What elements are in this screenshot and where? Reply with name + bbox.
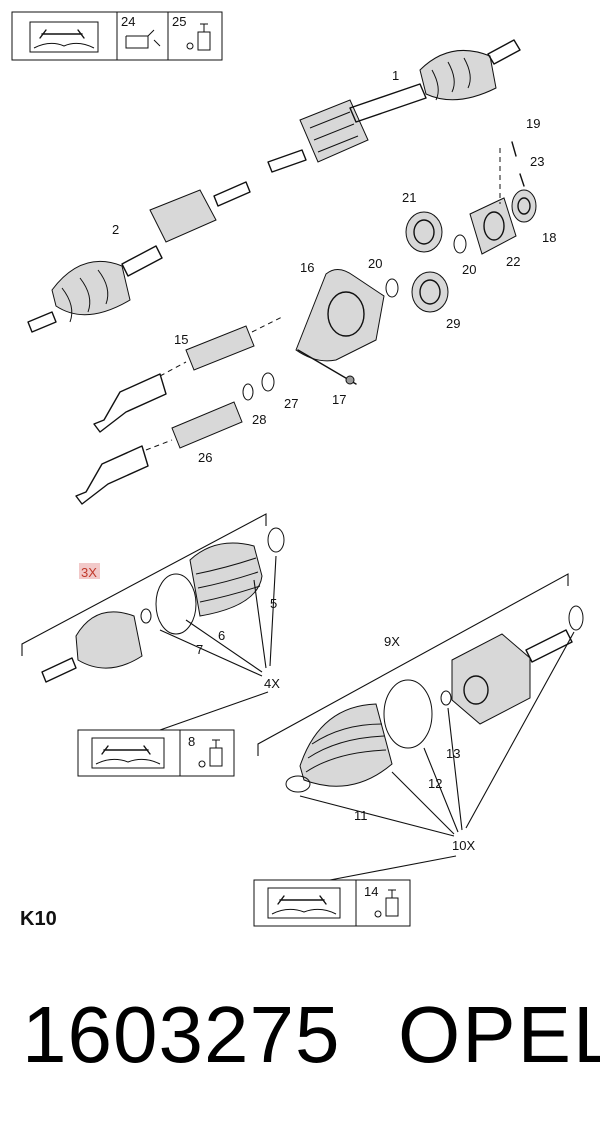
callout-12: 12 [428, 776, 442, 791]
inner-kit-qty: 9X [384, 634, 400, 649]
outer-group-label: 4X [264, 676, 280, 691]
callout-22: 22 [506, 254, 520, 269]
oil-can-icon [125, 29, 161, 49]
header-reference-box: 24 25 [11, 11, 223, 61]
manual-book-icon [91, 737, 165, 769]
callout-23: 23 [530, 154, 544, 169]
inner-cv-kit-bracket [257, 573, 569, 756]
callout-28: 28 [252, 412, 266, 427]
inner-clamps [285, 605, 584, 793]
callout-13: 13 [446, 746, 460, 761]
inner-kit-reference-box: 14 [253, 855, 457, 927]
callout-15: 15 [174, 332, 188, 347]
callout-29: 29 [446, 316, 460, 331]
retaining-rings-20 [385, 234, 467, 298]
callout-6: 6 [218, 628, 225, 643]
header-ref-a: 24 [121, 14, 135, 29]
callout-11: 11 [354, 808, 368, 823]
grease-tube-icon [198, 739, 223, 768]
drive-shaft-long [267, 39, 521, 173]
bearing-29 [411, 271, 449, 313]
callout-18: 18 [542, 230, 556, 245]
callout-5: 5 [270, 596, 277, 611]
intermediate-shaft-15 [93, 315, 285, 433]
inner-leaders [299, 631, 575, 837]
intermediate-shaft-26 [75, 401, 243, 505]
callout-1: 1 [392, 68, 399, 83]
inner-kit-ref: 14 [364, 884, 378, 899]
outer-kit-ref: 8 [188, 734, 195, 749]
seal-18 [511, 189, 537, 223]
outer-kit-reference-box: 8 [77, 691, 269, 777]
callout-27: 27 [284, 396, 298, 411]
section-label: K10 [20, 908, 57, 930]
bearing-21 [405, 211, 443, 253]
callout-7: 7 [196, 642, 203, 657]
outer-leaders [159, 555, 277, 677]
callout-19: 19 [526, 116, 540, 131]
outer-cv-kit-bracket [21, 513, 267, 656]
inner-boot [299, 703, 393, 787]
outer-clamps [140, 527, 285, 635]
flange-22 [469, 197, 517, 255]
manual-book-icon [267, 887, 341, 919]
qty-highlight [79, 563, 100, 579]
outer-kit-qty: 3X [81, 565, 97, 580]
bearing-bracket-16 [295, 269, 385, 385]
manual-book-icon [29, 21, 99, 53]
grease-tube-icon [374, 889, 399, 918]
inner-tripod-housing [451, 629, 573, 725]
header-ref-b: 25 [172, 14, 186, 29]
brand-name: OPEL [398, 990, 600, 1079]
callout-17: 17 [332, 392, 346, 407]
outer-boot [189, 542, 263, 617]
callout-16: 16 [300, 260, 314, 275]
grease-tube-icon [186, 23, 211, 51]
drive-shaft-short [27, 181, 251, 333]
outer-cv-joint [41, 611, 143, 683]
retaining-rings-27-28 [242, 372, 275, 401]
callout-26: 26 [198, 450, 212, 465]
callout-21: 21 [402, 190, 416, 205]
inner-group-label: 10X [452, 838, 475, 853]
bolts-19-23 [499, 141, 525, 204]
callout-20a: 20 [368, 256, 382, 271]
part-number: 1603275 [22, 990, 341, 1079]
callout-2: 2 [112, 222, 119, 237]
callout-20b: 20 [462, 262, 476, 277]
